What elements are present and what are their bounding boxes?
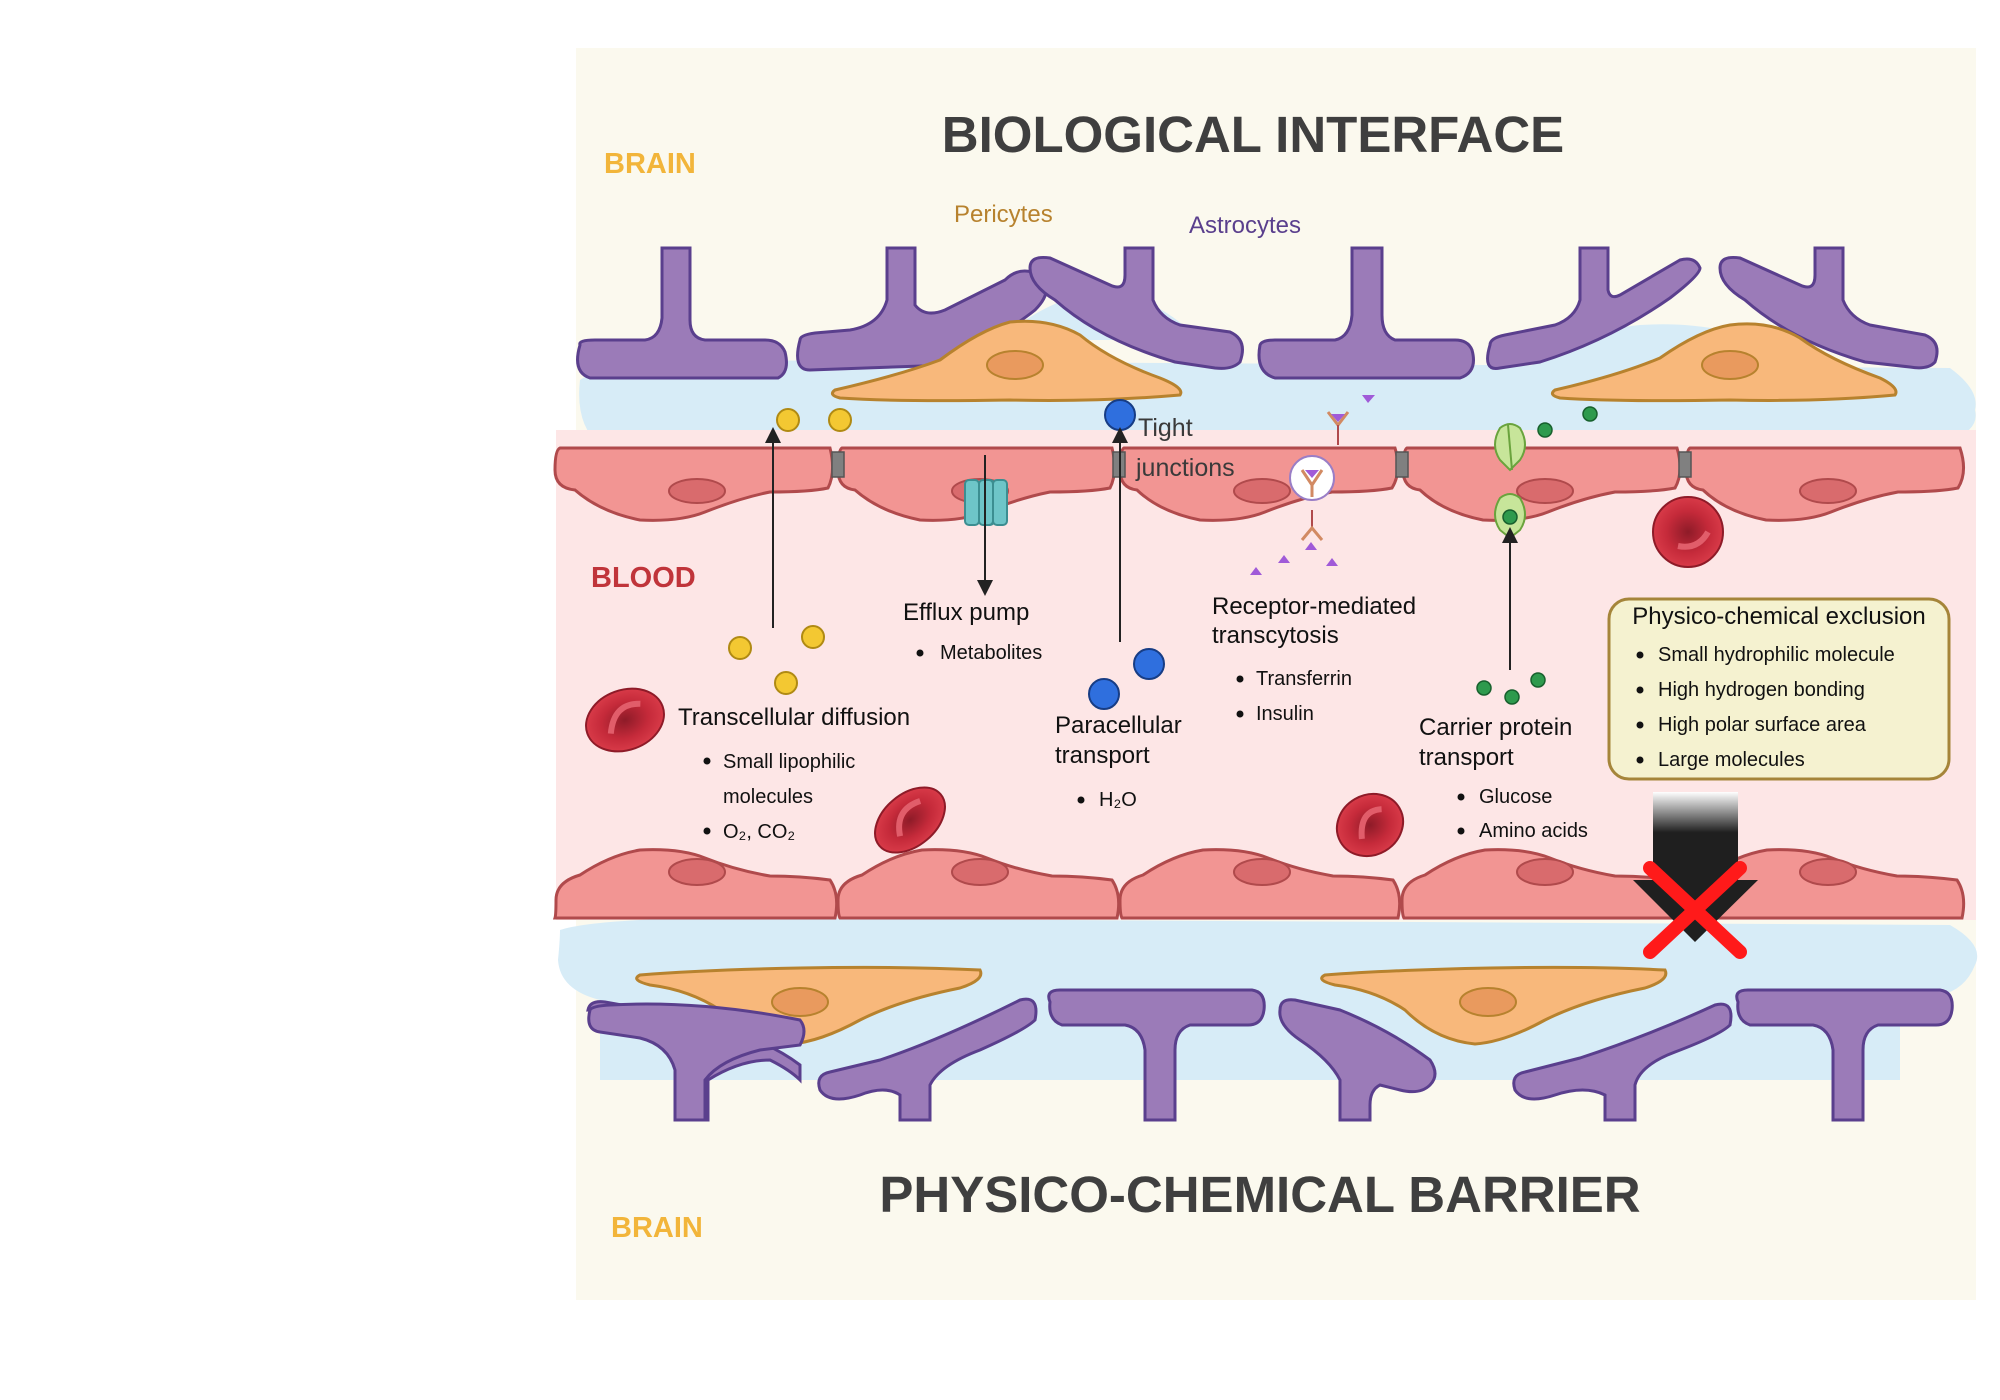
carrier-item-1: Glucose (1479, 786, 1552, 808)
blocked-cross-icon (1643, 861, 1747, 959)
carrier-item-2: Amino acids (1479, 820, 1588, 842)
receptor-title-1: Receptor-mediated (1212, 593, 1416, 620)
blood-label: BLOOD (591, 562, 696, 594)
brain-label-bottom: BRAIN (611, 1212, 703, 1244)
astrocytes-label: Astrocytes (1189, 212, 1301, 239)
red-blood-cells (585, 496, 1724, 858)
receptor-transcytosis (1250, 395, 1375, 575)
exclusion-title: Physico-chemical exclusion (1632, 603, 1925, 630)
transcellular-item-3: O₂, CO₂ (723, 821, 795, 843)
transcellular-item-1: Small lipophilic (723, 751, 855, 773)
paracellular-molecules (1088, 399, 1165, 710)
efflux-item-1: Metabolites (940, 642, 1042, 664)
rbc-2 (874, 786, 946, 854)
bottom-astrocytes (586, 988, 1954, 1122)
exclusion-box (1607, 597, 1951, 781)
exclusion-item-2: High hydrogen bonding (1658, 679, 1865, 701)
tight-junctions-label-2: junctions (1135, 454, 1235, 482)
bottom-pericytes (635, 965, 1668, 1046)
exclusion-item-1: Small hydrophilic molecule (1658, 644, 1895, 666)
title-bottom: PHYSICO-CHEMICAL BARRIER (879, 1166, 1640, 1223)
transcellular-item-2: molecules (723, 786, 813, 808)
rbc-1 (585, 687, 665, 753)
receptor-item-1: Transferrin (1256, 668, 1352, 690)
paracellular-item-1: H₂O (1099, 789, 1137, 811)
paracellular-title-2: transport (1055, 742, 1150, 769)
bottom-basement-membrane (558, 918, 1978, 1080)
bottom-endothelial-layer (552, 848, 1966, 920)
glucose-molecules (1476, 406, 1598, 705)
carrier-title-2: transport (1419, 744, 1514, 771)
pericytes-label: Pericytes (954, 201, 1053, 228)
carrier-title-1: Carrier protein (1419, 714, 1572, 741)
transcellular-title: Transcellular diffusion (678, 704, 910, 731)
receptor-title-2: transcytosis (1212, 622, 1339, 649)
receptor-item-2: Insulin (1256, 703, 1314, 725)
paracellular-title-1: Paracellular (1055, 712, 1182, 739)
rbc-3 (1335, 792, 1405, 858)
brain-label-top: BRAIN (604, 148, 696, 180)
top-pericytes (830, 319, 1898, 403)
transcellular-molecules (728, 408, 852, 695)
tight-junctions-label-1: Tight (1138, 414, 1193, 442)
exclusion-item-4: Large molecules (1658, 749, 1805, 771)
rbc-4 (1652, 496, 1724, 568)
title-top: BIOLOGICAL INTERFACE (942, 106, 1564, 163)
efflux-pump (964, 479, 1008, 526)
efflux-title: Efflux pump (903, 599, 1029, 626)
exclusion-item-3: High polar surface area (1658, 714, 1867, 736)
